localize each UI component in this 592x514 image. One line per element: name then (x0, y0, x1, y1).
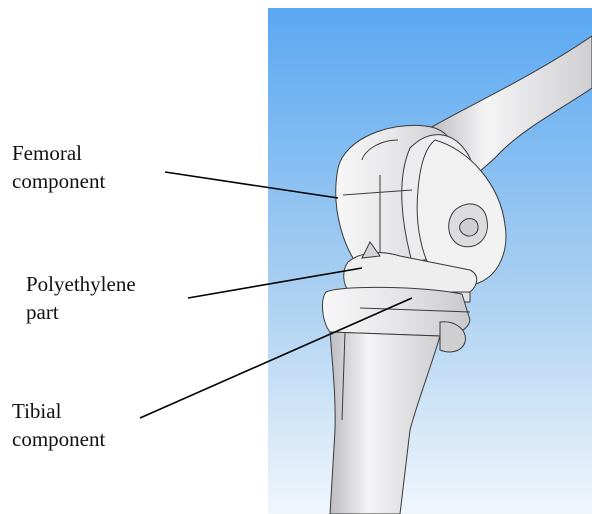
tibial-component-label: Tibial component (12, 397, 105, 453)
tibial-label-line-1: Tibial (12, 397, 105, 425)
polyethylene-label-line-1: Polyethylene (26, 270, 136, 298)
femoral-label-line-2: component (12, 167, 105, 195)
femoral-component-label: Femoral component (12, 139, 105, 195)
polyethylene-part-label: Polyethylene part (26, 270, 136, 326)
polyethylene-label-line-2: part (26, 298, 136, 326)
tibial-label-line-2: component (12, 425, 105, 453)
femoral-label-line-1: Femoral (12, 139, 105, 167)
